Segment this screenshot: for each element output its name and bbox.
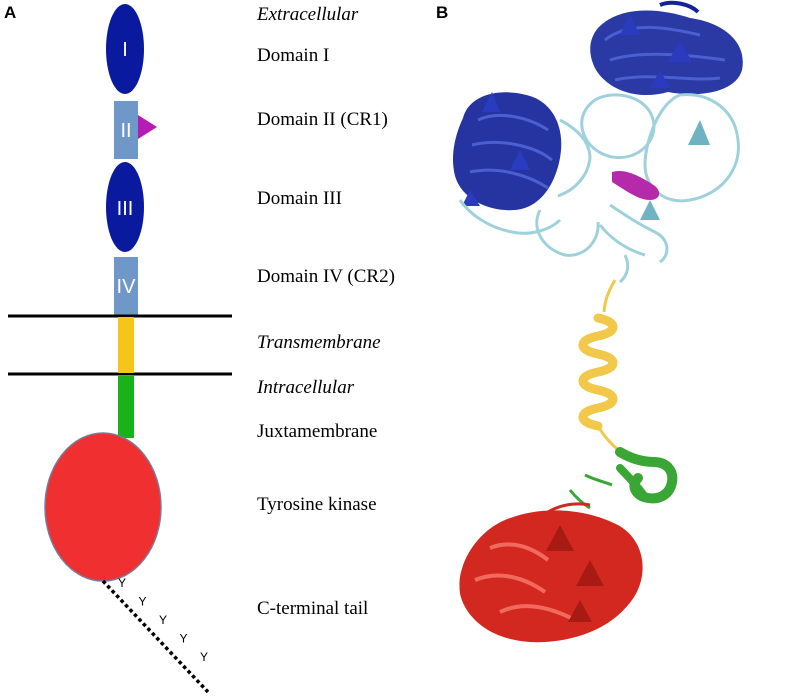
label-c-terminal-tail: C-terminal tail [257, 598, 368, 619]
structure-domain-3-dark-blue [452, 92, 562, 211]
domain-2-box [114, 101, 138, 159]
panel-b-letter: B [436, 3, 448, 22]
tail-tyrosine-label: Y [200, 650, 208, 664]
tyrosine-kinase-ellipse [44, 432, 162, 582]
label-domain-1: Domain I [257, 45, 329, 66]
structure-kinase-domain-red [459, 502, 643, 643]
structure-juxtamembrane-green [568, 447, 678, 510]
domain-1-ellipse [106, 4, 144, 94]
domain-1-numeral: I [122, 39, 128, 61]
transmembrane-segment [118, 317, 134, 373]
c-terminal-tail-line [101, 579, 210, 694]
structure-cr1-loop-magenta [612, 170, 660, 200]
domain-4-box [114, 257, 138, 315]
domain-4-numeral: IV [117, 276, 137, 298]
label-transmembrane: Transmembrane [257, 332, 381, 353]
panel-a-letter: A [4, 3, 16, 22]
label-extracellular: Extracellular [256, 4, 359, 25]
label-domain-4: Domain IV (CR2) [257, 266, 395, 287]
structure-transmembrane-helix-yellow [578, 279, 626, 457]
structure-cr-domains-light-cyan [458, 93, 740, 284]
juxtamembrane-segment [118, 376, 134, 438]
structure-domain-1-dark-blue [590, 0, 743, 96]
domain-3-numeral: III [117, 198, 134, 220]
label-domain-2: Domain II (CR1) [257, 109, 388, 130]
label-juxtamembrane: Juxtamembrane [257, 421, 377, 442]
label-tyrosine-kinase: Tyrosine kinase [257, 494, 377, 515]
domain-3-ellipse [106, 162, 144, 252]
domain-2-numeral: II [120, 120, 131, 142]
tail-tyrosine-label: Y [118, 576, 126, 590]
tail-tyrosine-label: Y [159, 613, 167, 627]
protein-structure-panel-b [452, 0, 743, 643]
label-domain-3: Domain III [257, 188, 342, 209]
label-column: Extracellular Domain I Domain II (CR1) D… [256, 4, 395, 619]
label-intracellular: Intracellular [256, 377, 355, 398]
tail-tyrosine-label: Y [139, 595, 147, 609]
tail-tyrosine-label: Y [180, 632, 188, 646]
cr1-triangle-marker [138, 115, 157, 139]
